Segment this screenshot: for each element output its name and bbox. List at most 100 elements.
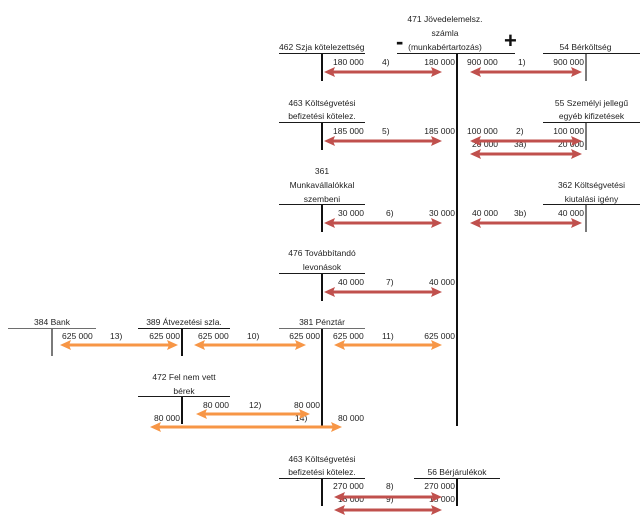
account-384-header-line	[8, 328, 96, 329]
account-56-header-line	[414, 478, 500, 479]
account-384-title: 384 Bank	[34, 317, 70, 327]
account-54-center-line	[585, 54, 587, 81]
arrow-entry-7	[324, 287, 442, 297]
account-462-header-line	[279, 53, 365, 54]
account-361-header-line	[279, 204, 365, 205]
arrow-head-left	[334, 340, 345, 350]
account-463-top-header-line	[279, 122, 365, 123]
arrow-entry-11	[334, 340, 442, 350]
entry-7-right-amount: 40 000	[429, 277, 455, 287]
arrow-entry-3b	[470, 218, 582, 228]
account-381-center-line	[321, 329, 323, 426]
entry-13-left-amount: 625 000	[62, 331, 93, 341]
arrow-head-right	[295, 340, 306, 350]
account-381-title: 381 Pénztár	[299, 317, 345, 327]
arrow-head-left	[324, 136, 335, 146]
entry-9-label: 9)	[386, 494, 394, 504]
arrow-entry-2	[470, 136, 582, 146]
account-476-header-line	[279, 273, 365, 274]
arrow-head-left	[196, 409, 207, 419]
entry-8-right-amount: 270 000	[424, 481, 455, 491]
arrow-head-left	[470, 218, 481, 228]
entry-1-right-amount: 900 000	[553, 57, 584, 67]
arrow-head-right	[431, 340, 442, 350]
account-389-title: 389 Átvezetési szla.	[146, 317, 222, 327]
account-56-title: 56 Bérjárulékok	[427, 467, 487, 477]
entry-1-left-amount: 900 000	[467, 57, 498, 67]
arrow-head-left	[334, 505, 345, 515]
arrow-entry-5	[324, 136, 442, 146]
entry-8-label: 8)	[386, 481, 394, 491]
arrow-head-right	[571, 136, 582, 146]
entry-10-left-amount: 625 000	[198, 331, 229, 341]
entry-11-right-amount: 625 000	[424, 331, 455, 341]
account-54-header-line	[543, 53, 640, 54]
arrow-entry-1	[470, 67, 582, 77]
entry-13-label: 13)	[110, 331, 123, 341]
account-462-title: 462 Szja kötelezettség	[279, 42, 365, 52]
account-463-top-title-line1: 463 Költségvetési	[288, 98, 356, 108]
entry-2-right-amount: 100 000	[553, 126, 584, 136]
account-471-title-line1: 471 Jövedelemelsz.	[407, 14, 483, 24]
entry-5-left-amount: 185 000	[333, 126, 364, 136]
arrow-head-right	[571, 67, 582, 77]
account-55-title-line2: egyéb kifizetések	[558, 111, 625, 121]
account-54-title: 54 Bérköltség	[559, 42, 612, 52]
account-463-bottom-title-line2: befizetési kötelez.	[288, 467, 356, 477]
entry-10-label: 10)	[247, 331, 260, 341]
account-471-title-line2: számla	[431, 28, 459, 38]
minus-sign: -	[396, 29, 404, 54]
entry-7-label: 7)	[386, 277, 394, 287]
entry-9-left-amount: 15 000	[338, 494, 364, 504]
account-471-header-line	[397, 53, 515, 54]
entry-3a-right-amount: 20 000	[558, 139, 584, 149]
arrow-head-right	[431, 287, 442, 297]
account-463-top-center-line	[321, 123, 323, 150]
entry-12-right-amount: 80 000	[294, 400, 320, 410]
arrow-entry-3a	[470, 149, 582, 159]
arrow-head-left	[60, 340, 71, 350]
entry-4-left-amount: 180 000	[333, 57, 364, 67]
account-472-title-line2: bérek	[173, 386, 195, 396]
entry-5-right-amount: 185 000	[424, 126, 455, 136]
account-381-header-line	[279, 328, 365, 329]
entry-2-left-amount: 100 000	[467, 126, 498, 136]
entry-13-right-amount: 625 000	[149, 331, 180, 341]
entry-3a-left-amount: 20 000	[472, 139, 498, 149]
account-361-title-line3: szembeni	[303, 194, 341, 204]
account-472-title-line1: 472 Fel nem vett	[152, 372, 216, 382]
arrow-head-right	[431, 67, 442, 77]
account-362-title-line1: 362 Költségvetési	[557, 180, 626, 190]
account-361-title-line1: 361	[314, 166, 330, 176]
entry-6-left-amount: 30 000	[338, 208, 364, 218]
account-55-header-line	[543, 122, 640, 123]
arrow-head-right	[299, 409, 310, 419]
account-361-title-line2: Munkavállalókkal	[289, 180, 355, 190]
entry-11-left-amount: 625 000	[333, 331, 364, 341]
arrow-entry-4	[324, 67, 442, 77]
arrow-head-left	[470, 67, 481, 77]
entry-9-right-amount: 15 000	[429, 494, 455, 504]
arrow-entry-6	[324, 218, 442, 228]
arrow-head-left	[334, 492, 345, 502]
account-389-center-line	[181, 329, 183, 356]
arrow-head-right	[431, 505, 442, 515]
arrow-head-right	[431, 492, 442, 502]
account-471-title-line3: (munkabértartozás)	[408, 42, 482, 52]
arrow-head-left	[470, 149, 481, 159]
arrow-head-right	[571, 149, 582, 159]
entry-11-label: 11)	[382, 331, 394, 341]
account-471-center-line	[456, 54, 458, 426]
arrow-entry-12	[196, 409, 310, 419]
arrow-head-right	[431, 218, 442, 228]
arrow-head-right	[571, 218, 582, 228]
account-55-center-line	[585, 123, 587, 150]
entry-5-label: 5)	[382, 126, 390, 136]
entry-6-label: 6)	[386, 208, 394, 218]
account-462-center-line	[321, 54, 323, 81]
entry-3a-label: 3a)	[514, 139, 527, 149]
account-476-title-line2: levonások	[302, 262, 342, 272]
entry-3b-left-amount: 40 000	[472, 208, 498, 218]
entry-7-left-amount: 40 000	[338, 277, 364, 287]
